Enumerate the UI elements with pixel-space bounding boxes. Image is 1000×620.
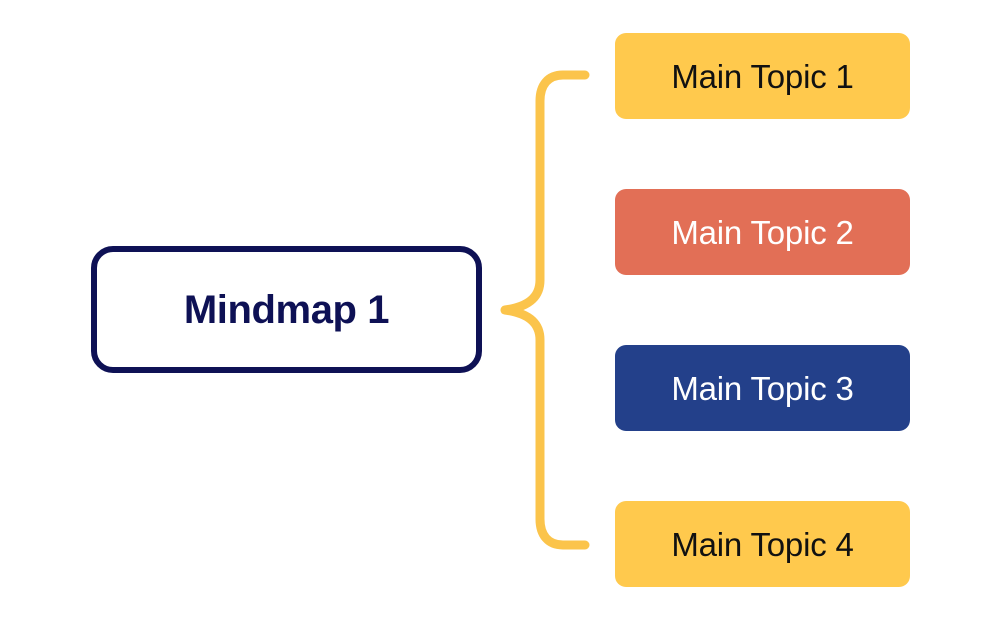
topic-node-label: Main Topic 3: [671, 369, 854, 407]
topic-node-1[interactable]: Main Topic 1: [615, 33, 910, 119]
topic-node-3[interactable]: Main Topic 3: [615, 345, 910, 431]
curly-brace-connector-icon: [500, 70, 590, 550]
topic-node-2[interactable]: Main Topic 2: [615, 189, 910, 275]
root-node[interactable]: Mindmap 1: [91, 246, 482, 373]
topic-node-label: Main Topic 4: [671, 525, 854, 563]
topic-node-label: Main Topic 2: [671, 213, 854, 251]
topic-node-4[interactable]: Main Topic 4: [615, 501, 910, 587]
topic-node-label: Main Topic 1: [671, 57, 854, 95]
root-node-label: Mindmap 1: [183, 287, 390, 332]
